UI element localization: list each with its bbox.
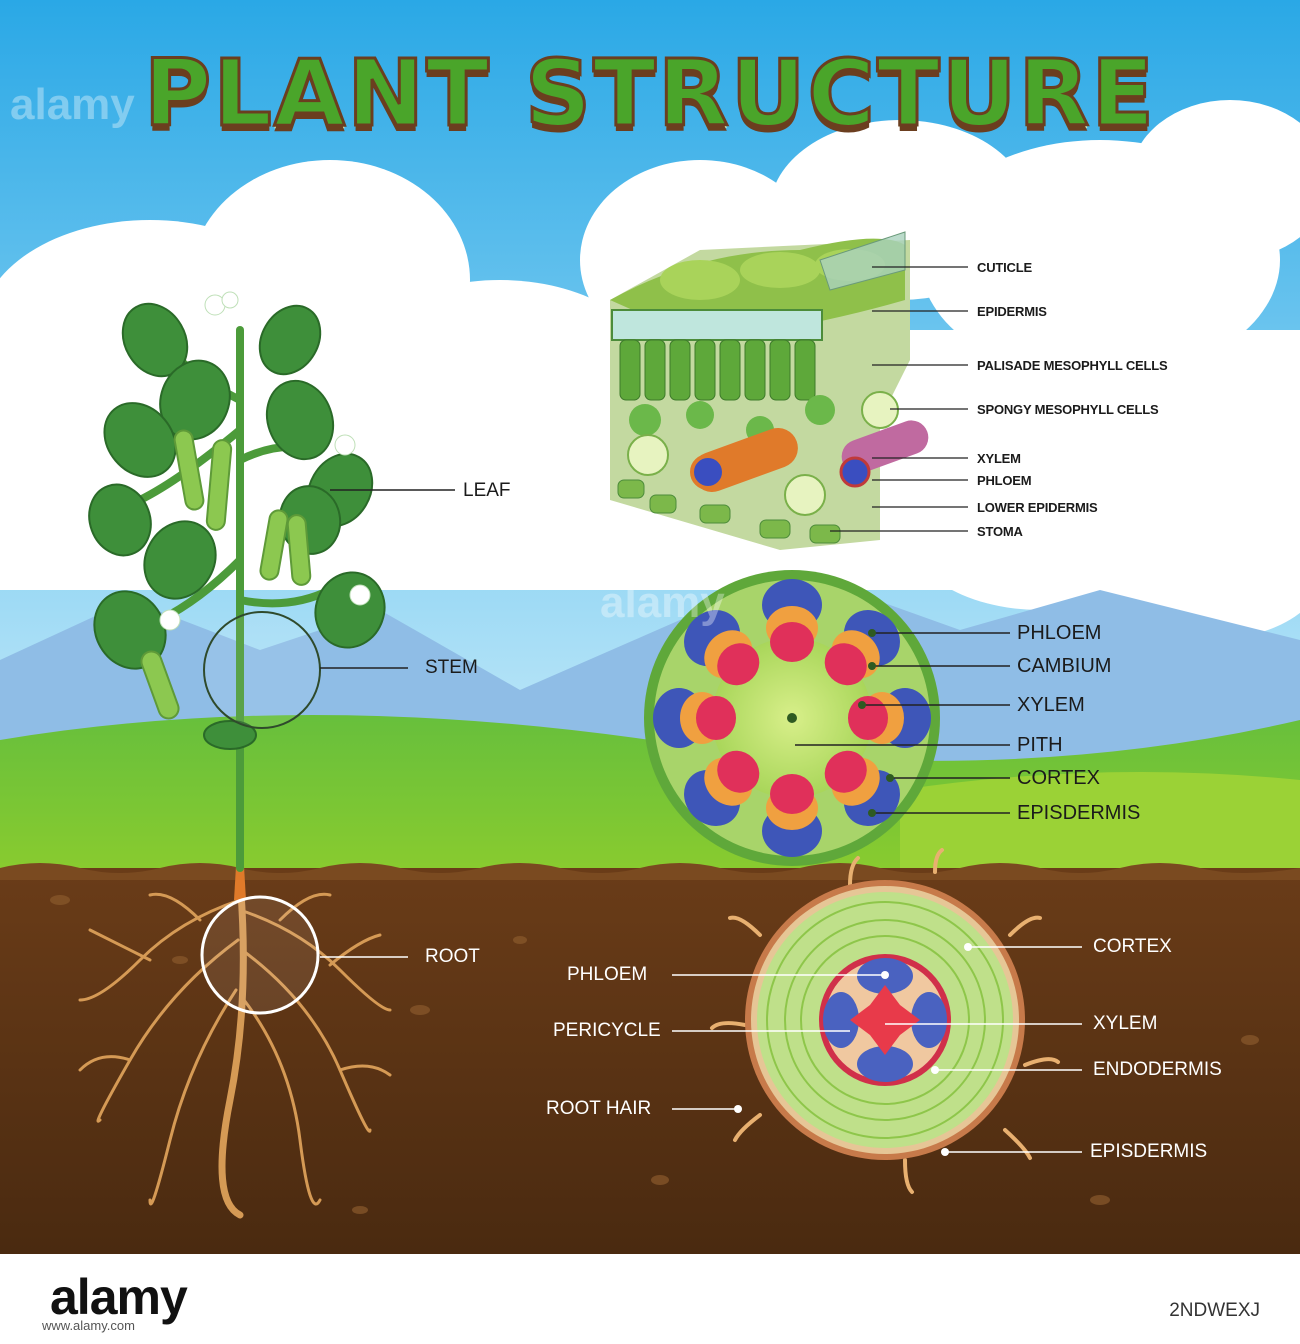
leaf-cross-section	[610, 231, 929, 550]
root-highlight-circle	[200, 895, 320, 1015]
footer-bar	[0, 1254, 1300, 1344]
root-hair-label: ROOT HAIR	[546, 1098, 652, 1119]
endodermis-label: ENDODERMIS	[1093, 1059, 1222, 1080]
root-leader-lines	[672, 946, 1082, 1153]
image-id: 2NDWEXJ	[1169, 1300, 1260, 1321]
watermark: alamy	[10, 80, 135, 129]
plant-flowers	[159, 291, 371, 631]
stem-pith-label: PITH	[1017, 734, 1063, 756]
pericycle-label: PERICYCLE	[553, 1020, 661, 1041]
epidermis-label: EPIDERMIS	[977, 304, 1047, 319]
root-cross-section	[710, 848, 1060, 1194]
lower-epidermis-label: LOWER EPIDERMIS	[977, 500, 1098, 515]
plant-pods	[140, 429, 312, 720]
stem-highlight-circle	[203, 611, 321, 729]
stem-cambium-label: CAMBIUM	[1017, 655, 1112, 677]
palisade-mesophyll-label: PALISADE MESOPHYLL CELLS	[977, 358, 1168, 373]
leaf-phloem-label: PHLOEM	[977, 473, 1032, 488]
stoma-label: STOMA	[977, 524, 1023, 539]
spongy-mesophyll-label: SPONGY MESOPHYLL CELLS	[977, 402, 1159, 417]
stem-leader-lines	[795, 632, 1010, 814]
stem-xylem-label: XYLEM	[1017, 694, 1085, 716]
cuticle-label: CUTICLE	[977, 260, 1032, 275]
page-title: PLANT STRUCTURE	[142, 39, 1157, 149]
root-phloem-label: PHLOEM	[567, 964, 648, 985]
root-cortex-label: CORTEX	[1093, 936, 1172, 957]
stem-cross-section	[644, 570, 940, 866]
root-label: ROOT	[425, 946, 480, 967]
vascular-bundles	[653, 579, 931, 857]
root-epidermis-label: EPISDERMIS	[1090, 1141, 1208, 1162]
brand-logo: alamy	[50, 1269, 188, 1325]
leaf-xylem-label: XYLEM	[977, 451, 1021, 466]
soil	[0, 868, 1300, 1254]
leaf-leader-lines	[830, 266, 968, 532]
stem-cortex-label: CORTEX	[1017, 767, 1100, 789]
plant-leaves	[88, 302, 386, 750]
root-xylem-label: XYLEM	[1093, 1013, 1158, 1034]
footer-url: www.alamy.com	[42, 1318, 135, 1333]
stem-epidermis-label: EPISDERMIS	[1017, 802, 1141, 824]
plant-roots	[78, 876, 392, 1219]
stem-label: STEM	[425, 657, 478, 678]
leaf-label: LEAF	[463, 480, 511, 501]
watermark: alamy	[600, 578, 725, 627]
stem-phloem-label: PHLOEM	[1017, 622, 1102, 644]
